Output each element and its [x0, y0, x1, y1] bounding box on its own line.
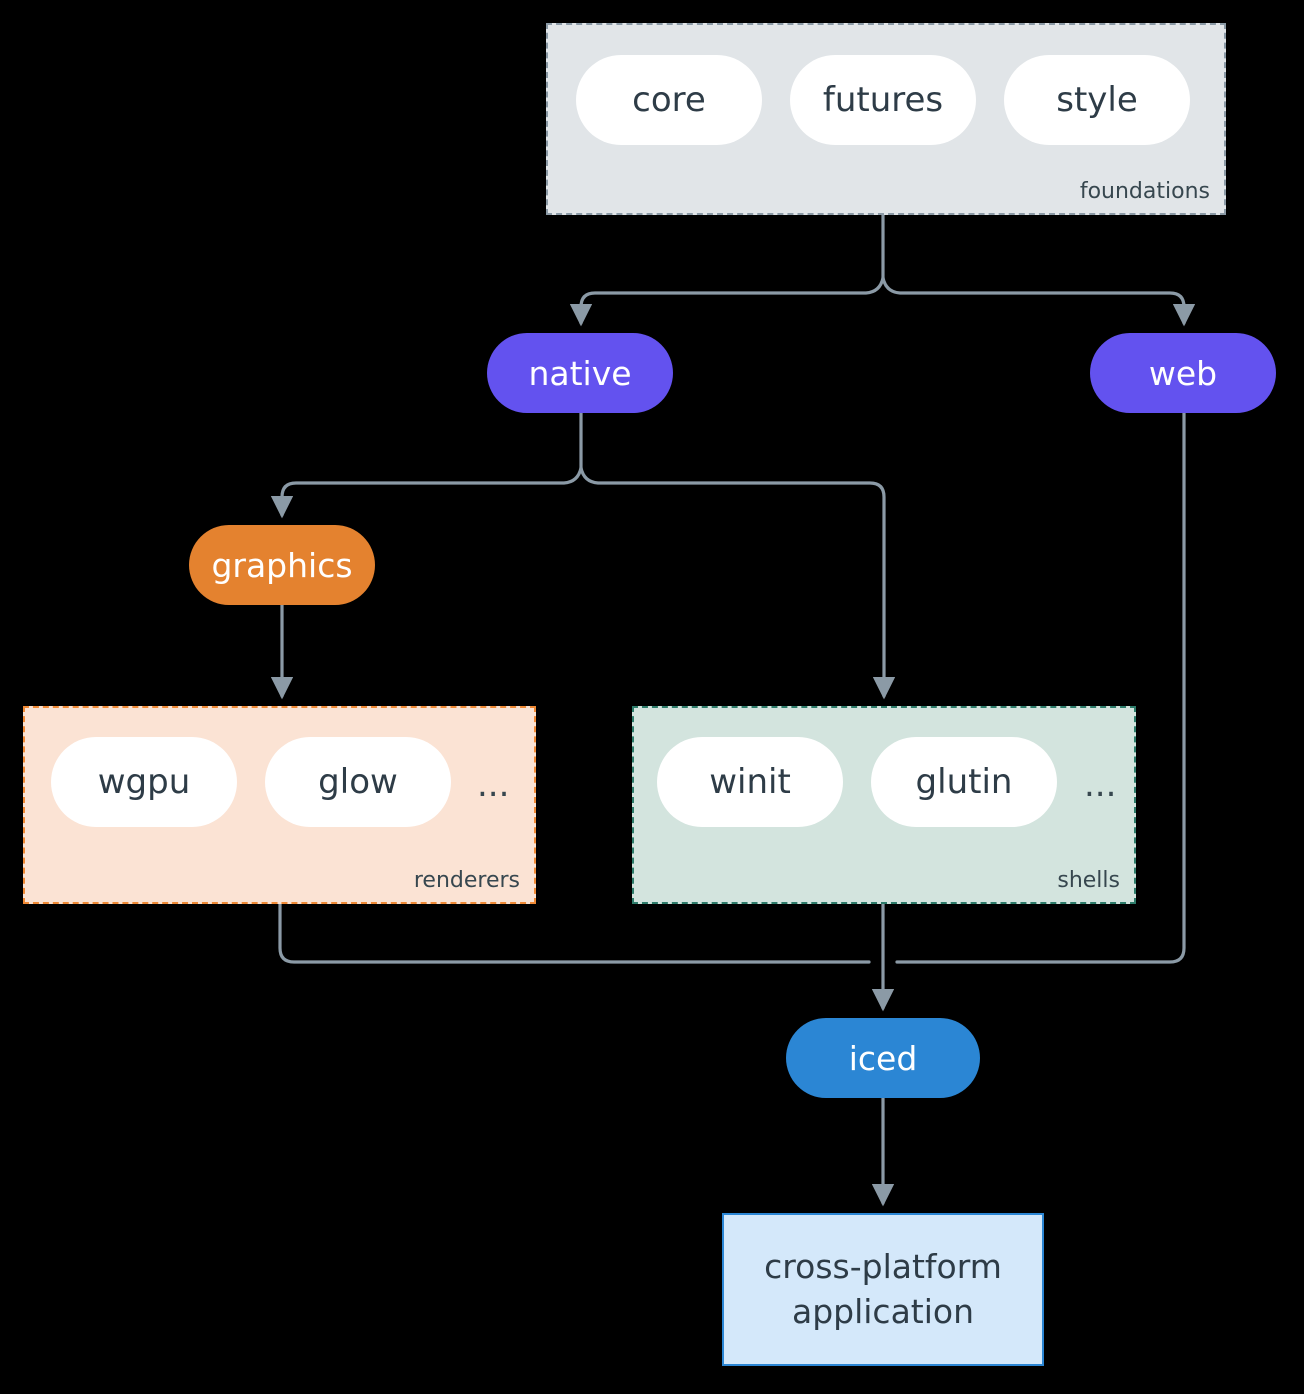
renderers-more-ellipsis: ...	[477, 765, 510, 805]
shells-item-glutin[interactable]: glutin	[871, 737, 1057, 827]
edge-native-shells	[579, 466, 896, 700]
cluster-foundations-label: foundations	[1079, 178, 1210, 204]
shells-item-glutin-label: glutin	[915, 762, 1013, 802]
node-graphics[interactable]: graphics	[189, 525, 375, 605]
edge-foundations-web	[881, 276, 1196, 327]
edge-renderers-iced	[278, 902, 871, 964]
foundations-item-style-label: style	[1056, 80, 1138, 120]
foundations-item-futures-label: futures	[822, 80, 944, 120]
node-cross-platform-application[interactable]: cross-platform application	[722, 1213, 1044, 1366]
node-native-label: native	[528, 353, 632, 393]
renderers-item-glow-label: glow	[318, 762, 398, 802]
node-application-label-line2: application	[791, 1291, 975, 1331]
foundations-item-futures[interactable]: futures	[790, 55, 976, 145]
cluster-shells-label: shells	[1057, 867, 1120, 893]
foundations-item-core[interactable]: core	[576, 55, 762, 145]
shells-item-winit-label: winit	[709, 762, 791, 802]
cluster-renderers: wgpu glow ... renderers	[23, 706, 536, 904]
cluster-renderers-label: renderers	[413, 867, 520, 893]
foundations-item-style[interactable]: style	[1004, 55, 1190, 145]
renderers-item-wgpu-label: wgpu	[97, 762, 191, 802]
node-web[interactable]: web	[1090, 333, 1276, 413]
renderers-item-wgpu[interactable]: wgpu	[51, 737, 237, 827]
foundations-item-core-label: core	[632, 80, 706, 120]
shells-more-ellipsis: ...	[1084, 765, 1117, 805]
node-native[interactable]: native	[487, 333, 673, 413]
node-application-label-line1: cross-platform	[764, 1246, 1002, 1286]
node-graphics-label: graphics	[211, 545, 353, 585]
node-iced[interactable]: iced	[786, 1018, 980, 1098]
node-iced-label: iced	[848, 1038, 918, 1078]
shells-item-winit[interactable]: winit	[657, 737, 843, 827]
cluster-foundations: core futures style foundations	[546, 23, 1226, 215]
cluster-shells: winit glutin ... shells	[632, 706, 1136, 904]
edge-native-graphics	[270, 466, 583, 519]
node-web-label: web	[1148, 353, 1218, 393]
renderers-item-glow[interactable]: glow	[265, 737, 451, 827]
edge-foundations-native	[569, 276, 885, 327]
